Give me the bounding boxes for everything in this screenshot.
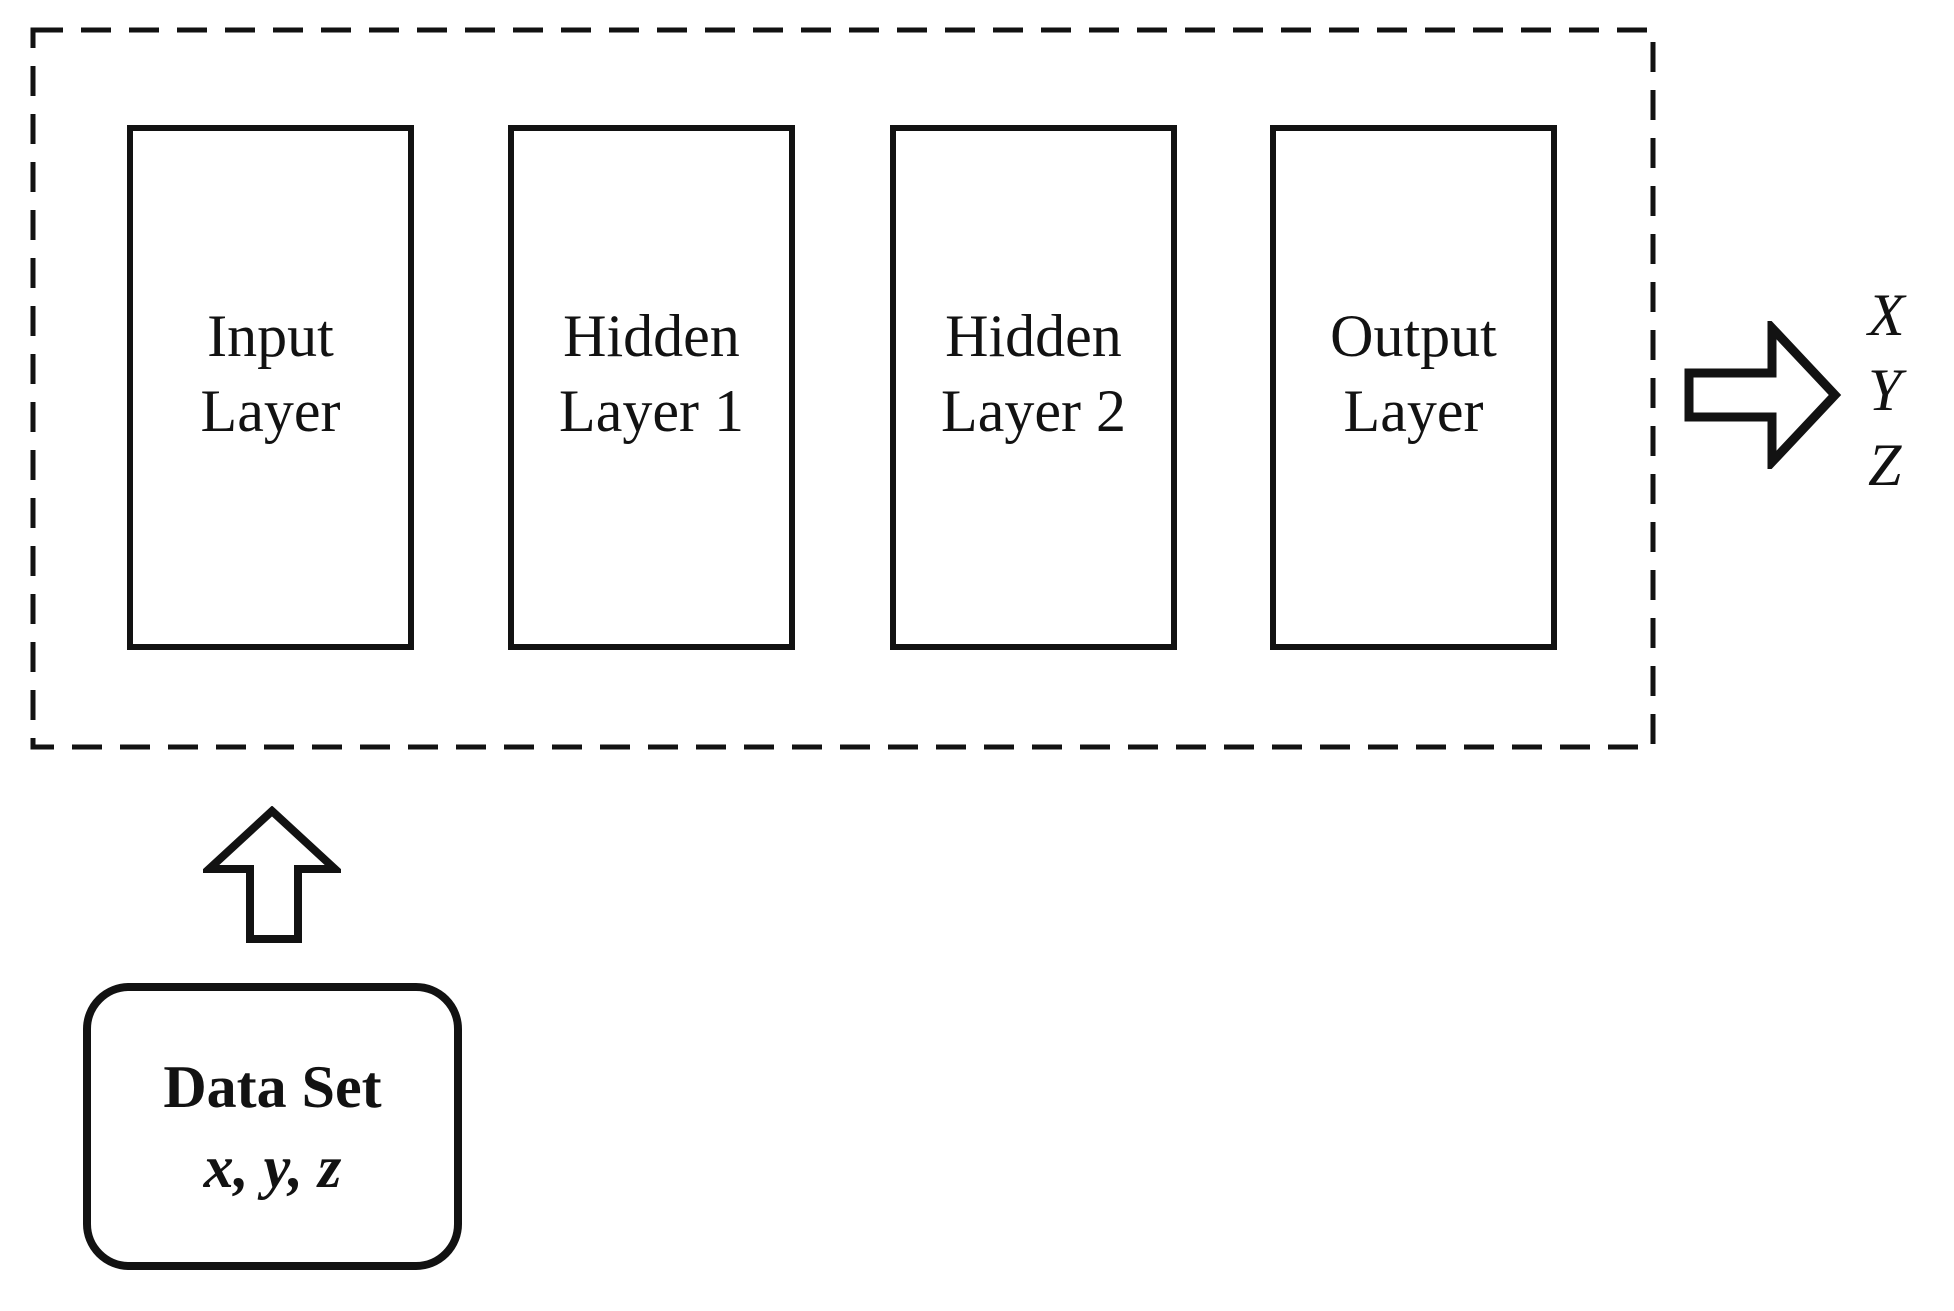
- hidden-layer-2-label-line2: Layer 2: [941, 377, 1126, 444]
- output-variable-y: Y: [1868, 357, 1902, 423]
- hidden-layer-1-box: Hidden Layer 1: [508, 125, 795, 650]
- output-layer-label-line1: Output: [1330, 302, 1497, 369]
- input-layer-box: Input Layer: [127, 125, 414, 650]
- output-layer-label-line2: Layer: [1343, 377, 1484, 444]
- input-layer-label-line2: Layer: [200, 377, 341, 444]
- data-set-variables: x, y, z: [203, 1133, 342, 1200]
- right-block-arrow-icon: [1684, 321, 1842, 469]
- data-set-title: Data Set: [163, 1053, 382, 1120]
- right-block-arrow-shape: [1684, 321, 1842, 469]
- hidden-layer-1-label-line2: Layer 1: [559, 377, 744, 444]
- dashed-rectangle: [30, 27, 1656, 750]
- up-block-arrow-icon: [203, 806, 341, 943]
- data-set-box: Data Set x, y, z: [83, 983, 462, 1270]
- output-variable-x: X: [1868, 282, 1905, 348]
- input-layer-label-line1: Input: [207, 302, 334, 369]
- hidden-layer-2-label-line1: Hidden: [945, 302, 1122, 369]
- hidden-layer-1-label-line1: Hidden: [563, 302, 740, 369]
- hidden-layer-2-box: Hidden Layer 2: [890, 125, 1177, 650]
- up-block-arrow-shape: [203, 806, 341, 943]
- output-variables-list: X Y Z: [1868, 278, 1905, 503]
- output-layer-box: Output Layer: [1270, 125, 1557, 650]
- output-variable-z: Z: [1868, 432, 1902, 498]
